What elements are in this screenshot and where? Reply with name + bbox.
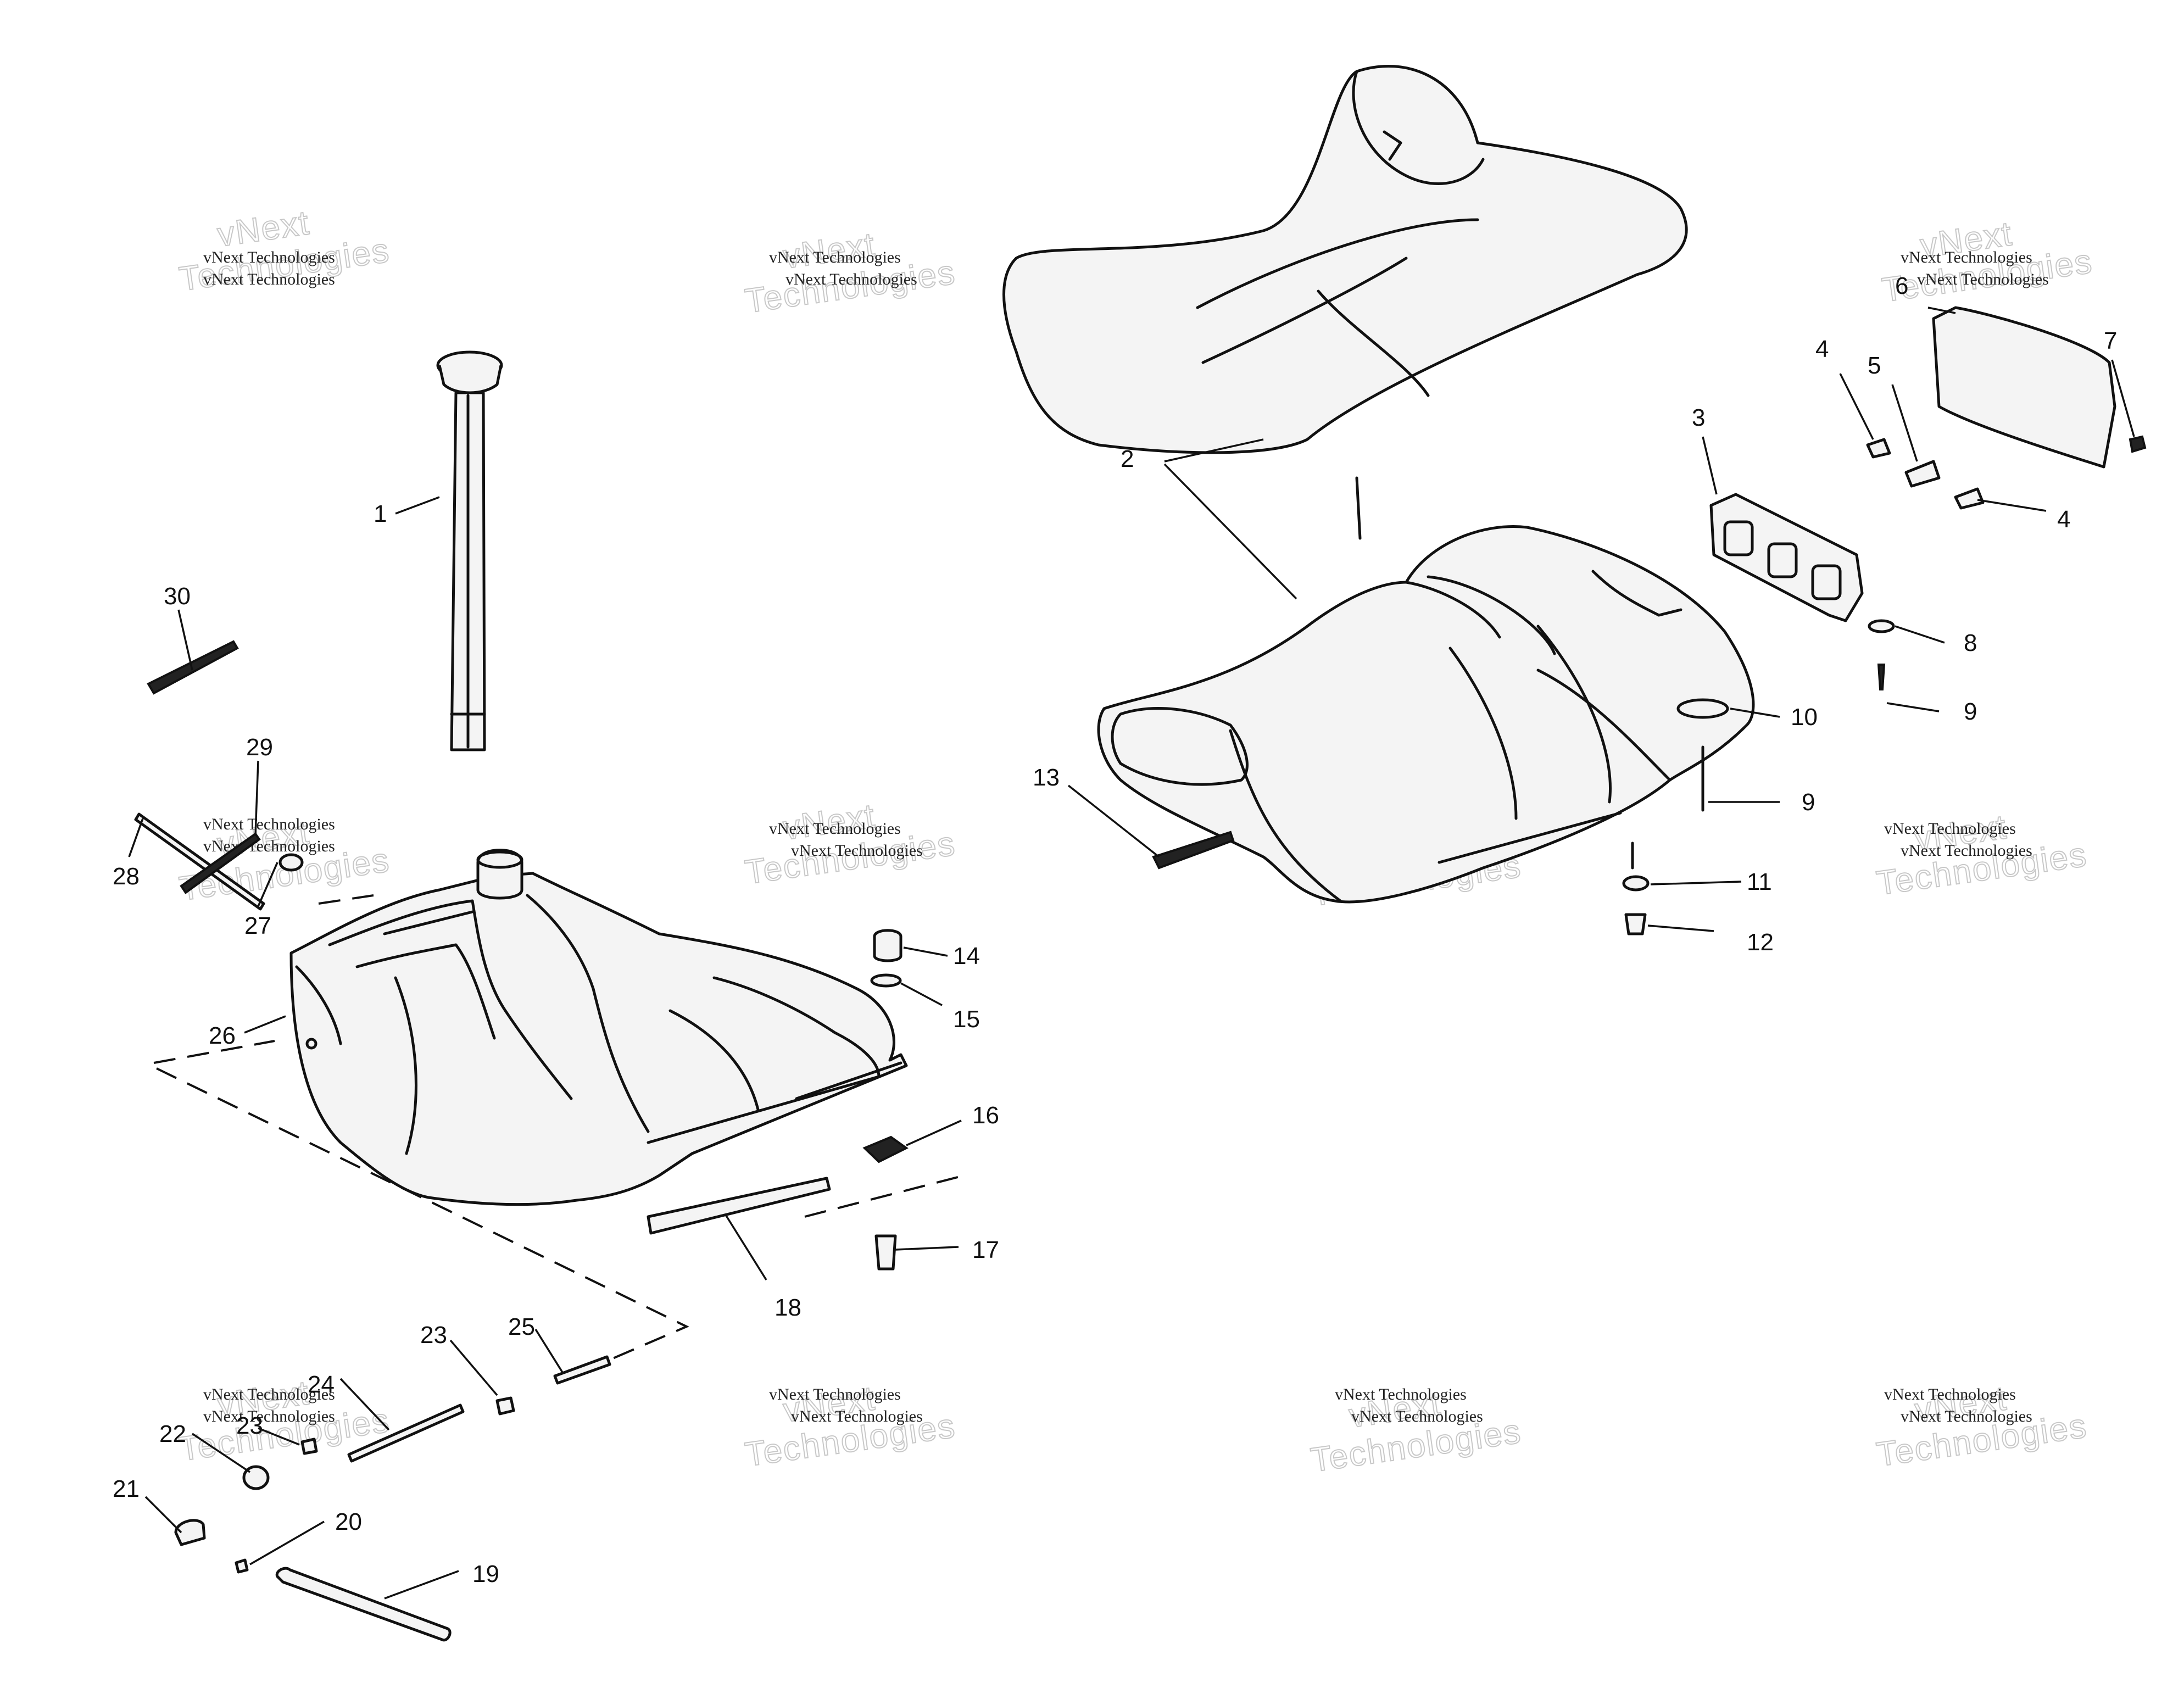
fuel-tank-drawing: [289, 849, 908, 1206]
seat-logo-badge: [1676, 698, 1729, 719]
tank-vent-hole: [305, 1038, 317, 1050]
callout-8: 8: [1964, 629, 1977, 656]
watermark-text: vNext Technologies: [1901, 1407, 2032, 1425]
watermark-text: vNext Technologies: [1917, 270, 2049, 288]
seat-hardware-drawing: [1622, 306, 2147, 935]
callout-6: 6: [1895, 272, 1908, 299]
callout-9: 9: [1802, 789, 1815, 816]
callout-30: 30: [164, 583, 191, 610]
watermark-text: vNext Technologies: [1901, 248, 2032, 266]
watermark-text: vNext Technologies: [203, 837, 335, 855]
tank-hardware-drawing: [647, 929, 909, 1271]
callout-11: 11: [1747, 868, 1772, 895]
callout-27: 27: [244, 912, 271, 939]
callout-1: 1: [374, 500, 387, 527]
callout-23: 23: [420, 1322, 447, 1349]
watermark-text: vNext Technologies: [203, 270, 335, 288]
watermark-text: vNext Technologies: [769, 248, 901, 266]
assembly-lines: [153, 894, 965, 1380]
watermark-text: vNext Technologies: [769, 1385, 901, 1403]
callout-15: 15: [953, 1006, 980, 1033]
callout-5: 5: [1868, 352, 1881, 379]
watermark-text: vNext Technologies: [203, 248, 335, 266]
watermark-text: vNext Technologies: [791, 1407, 923, 1425]
watermark-text: vNext Technologies: [203, 815, 335, 833]
callout-4: 4: [1815, 336, 1829, 363]
watermark-text: vNext Technologies: [1335, 1385, 1467, 1403]
callout-25: 25: [508, 1313, 535, 1340]
watermark-text: vNext Technologies: [791, 842, 923, 860]
watermark-text: vNext Technologies: [1901, 842, 2032, 860]
callout-14: 14: [953, 943, 980, 970]
callout-4: 4: [2057, 506, 2070, 533]
callout-24: 24: [308, 1371, 335, 1398]
callout-21: 21: [113, 1475, 140, 1502]
cable-tie-drawing: [147, 640, 239, 695]
callout-2: 2: [1121, 445, 1134, 472]
watermark-text: vNext Technologies: [203, 1385, 335, 1403]
callout-7: 7: [2104, 327, 2117, 354]
watermark: vNext Technologies: [742, 796, 959, 892]
callouts: 1 2 3 4 4 5 6 7 8 9 9 10 11 12 13 14 15 …: [113, 272, 2117, 1587]
mounting-kit-drawing: [134, 812, 611, 1642]
callout-18: 18: [775, 1294, 801, 1321]
callout-19: 19: [472, 1561, 499, 1587]
watermark-text: vNext Technologies: [203, 1407, 335, 1425]
leader-lines: [128, 307, 2135, 1600]
seat-latch-drawing: [1709, 493, 1864, 622]
callout-20: 20: [335, 1508, 362, 1535]
callout-17: 17: [972, 1236, 999, 1263]
seat-strap: [1152, 831, 1235, 870]
watermark-text: vNext Technologies: [785, 270, 917, 288]
watermark-text: vNext Technologies: [1351, 1407, 1483, 1425]
callout-23: 23: [236, 1412, 263, 1439]
watermark-text: vNext Technologies: [1884, 1385, 2016, 1403]
callout-10: 10: [1791, 704, 1818, 731]
callout-29: 29: [246, 734, 273, 761]
seat-assembly-drawing: [1097, 476, 1755, 904]
watermark-text: vNext Technologies: [769, 820, 901, 838]
callout-3: 3: [1692, 404, 1705, 431]
watermark: vNext Technologies: [742, 225, 959, 321]
callout-22: 22: [159, 1420, 186, 1447]
callout-9: 9: [1964, 698, 1977, 725]
fuel-gauge-drawing: [436, 350, 503, 751]
watermark-text: vNext Technologies: [1884, 820, 2016, 838]
seat-cover-drawing: [1002, 64, 1688, 454]
callout-13: 13: [1033, 764, 1060, 791]
callout-16: 16: [972, 1102, 999, 1129]
callout-28: 28: [113, 863, 140, 890]
callout-26: 26: [209, 1022, 236, 1049]
callout-12: 12: [1747, 929, 1774, 956]
